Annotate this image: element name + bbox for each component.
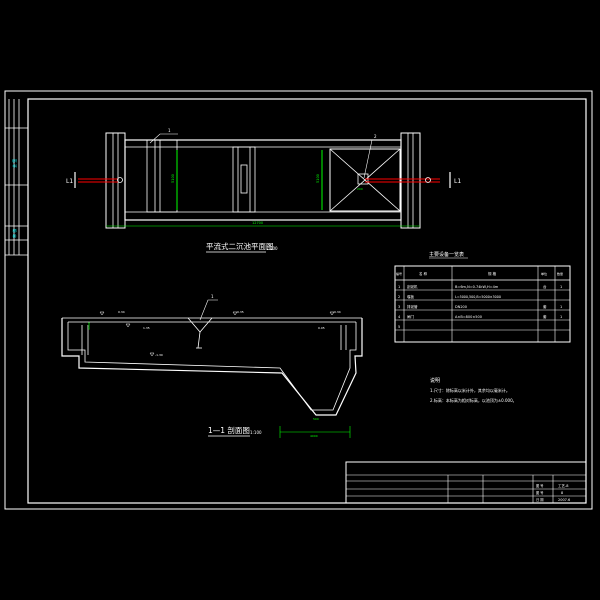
notes-line-1: 1.尺寸：除标高以米计外，其余均以毫米计。: [430, 387, 510, 393]
table-row-3-unit: 套: [543, 304, 547, 309]
table-row-3-qty: 1: [560, 305, 562, 309]
table-row-4-spec: A×B=800×500: [455, 315, 482, 319]
section-dim-side: 4000: [87, 322, 91, 330]
plan-hopper: [329, 148, 401, 212]
section-callout: 1: [211, 294, 214, 299]
table-row-1-unit: 台: [543, 284, 547, 289]
side-strip-label-b: 审 核: [11, 229, 17, 238]
title-block: 图 号 工艺-8 图 号 8 日 期 2007.6: [345, 461, 587, 504]
section-scale: 1:100: [250, 430, 262, 435]
section-slope: 0.05: [318, 326, 325, 330]
table-row-1-qty: 1: [560, 285, 562, 289]
section-level-1: 0.34: [118, 310, 125, 314]
plan-title: 平流式二沉池平面图: [206, 241, 274, 251]
sheet-outer-frame: [4, 90, 593, 510]
table-row-4-unit: 套: [543, 314, 547, 319]
section-level-4: -1.30: [155, 353, 163, 357]
section-level-3: 1.35: [143, 326, 150, 330]
plan-right-wall: [400, 132, 421, 229]
section-level-marks: [99, 311, 335, 357]
table-row-3-name: 排泥管: [407, 304, 418, 309]
table-row-2-spec: L=5000,500,B=5000×3000: [455, 295, 501, 299]
title-block-date: 2007.6: [558, 498, 570, 502]
plan-dim-total: 12700: [252, 221, 263, 225]
notes-line-2: 2.标高：本标高为相对标高，以池顶为±0.000。: [430, 397, 517, 403]
plan-label-right: L1: [454, 178, 461, 185]
table-header-unit: 单位: [541, 271, 547, 276]
table-row-4-name: 闸门: [407, 314, 415, 319]
table-header-name: 名 称: [419, 271, 428, 276]
plan-scale: 1:100: [266, 246, 278, 251]
table-header-spec: 规 格: [488, 271, 497, 276]
title-block-drawing-no: 工艺-8: [558, 483, 569, 488]
section-title: 1—1 剖面图: [208, 425, 250, 435]
table-row-3-no: 3: [398, 305, 400, 309]
table-row-2-name: 堰板: [407, 294, 415, 299]
side-strip: 会 签 审 核: [5, 99, 28, 256]
plan-dim-width-a: 5100: [171, 174, 175, 183]
title-block-sheet-label: 图 号: [536, 490, 543, 495]
table-row-2-no: 2: [398, 295, 400, 299]
notes-title: 说明: [430, 377, 440, 384]
sheet-inner-frame: [27, 98, 587, 504]
equipment-table: 主要设备一览表 编号 名 称 规 格 单位 数量 1 刮泥机 B=6m,N=0.…: [394, 251, 571, 343]
section-view: 1 0.34 0.35 1.35 -1.30 0.34 0.05 4000 50…: [61, 294, 363, 438]
table-row-4-no: 4: [398, 315, 401, 319]
section-profile: [61, 318, 363, 416]
plan-label-left: L1: [66, 178, 73, 185]
table-row-1-name: 刮泥机: [407, 284, 418, 289]
section-dim-bottom: 500: [313, 417, 319, 421]
table-row-1-no: 1: [398, 285, 400, 289]
side-strip-label-a: 会 签: [11, 159, 17, 168]
table-row-1-spec: B=6m,N=0.74kW,H=4m: [455, 285, 499, 289]
plan-dim-small: 200: [357, 187, 363, 191]
section-dim-hopper: 4000: [310, 434, 318, 438]
table-header-no: 编号: [396, 271, 402, 276]
table-header-qty: 数量: [557, 271, 563, 276]
notes-block: 说明 1.尺寸：除标高以米计外，其余均以毫米计。 2.标高：本标高为相对标高，以…: [430, 377, 517, 403]
plan-dim-width-b: 5100: [316, 174, 320, 183]
table-row-3-spec: DN200: [455, 305, 467, 309]
title-block-sheet: 8: [561, 491, 563, 495]
plan-tank-outline: [124, 139, 402, 221]
title-block-drawing-no-label: 图 号: [536, 483, 543, 488]
equipment-table-title: 主要设备一览表: [429, 251, 464, 258]
section-level-2: 0.35: [237, 310, 244, 314]
table-row-5-no: 5: [398, 325, 400, 329]
section-level-5: 0.34: [334, 310, 341, 314]
plan-callout-2: 2: [374, 134, 377, 139]
table-row-4-qty: 1: [560, 315, 562, 319]
plan-callout-1: 1: [168, 128, 171, 133]
title-block-date-label: 日 期: [536, 497, 543, 502]
plan-view: L1 L1 1 2 5100 5100 200 12700 平流式二沉池平面图 …: [66, 128, 461, 253]
